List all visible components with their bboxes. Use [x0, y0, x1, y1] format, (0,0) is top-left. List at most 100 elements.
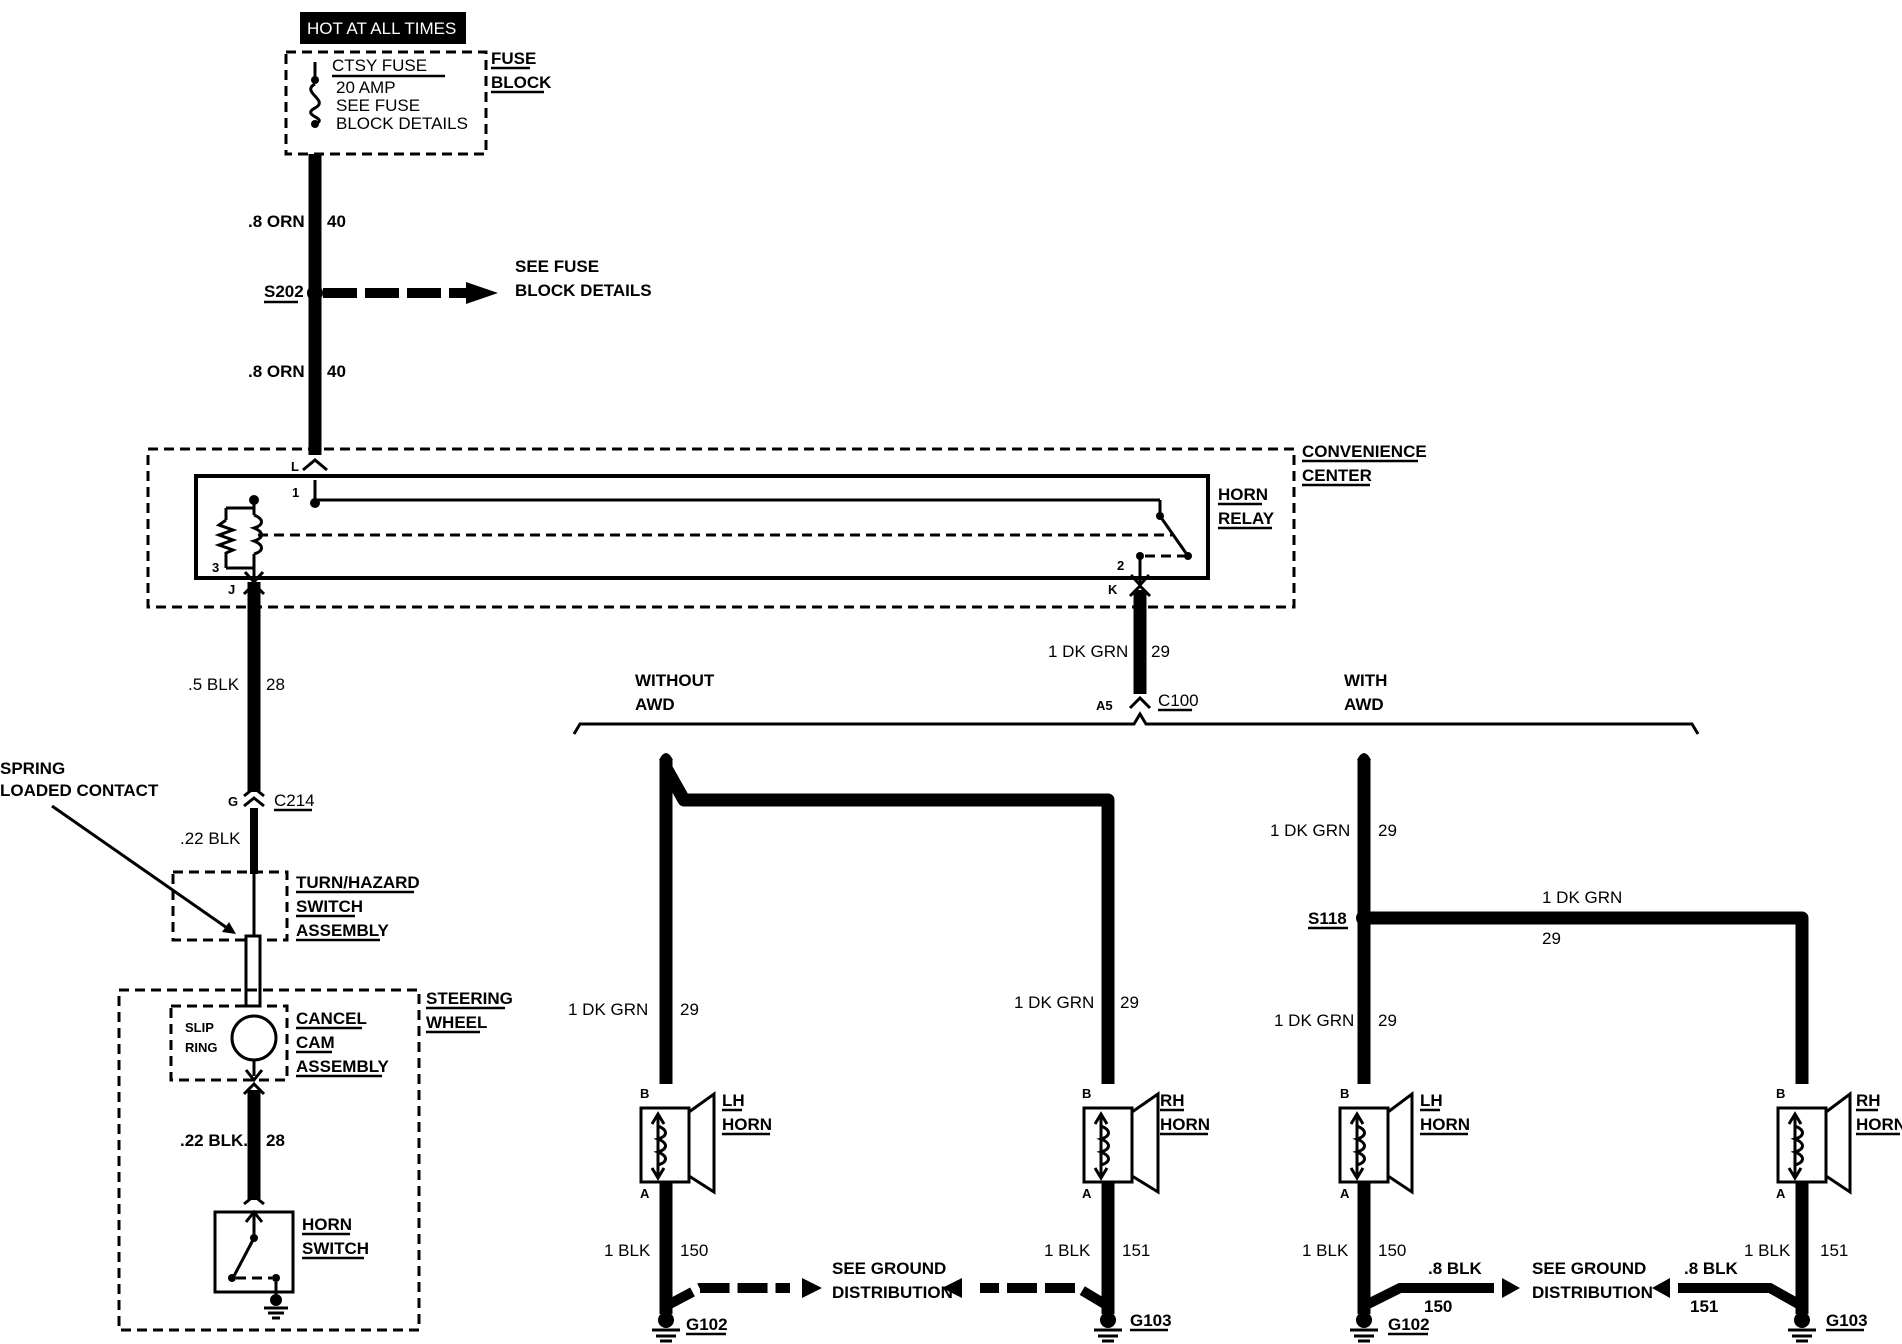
- dkgrn-main-label: 1 DK GRN: [1048, 642, 1128, 661]
- slip-ring-line1: SLIP: [185, 1020, 214, 1035]
- with-rh-gnd-wire: 1 BLK: [1744, 1241, 1791, 1260]
- without-lh-horn-line1: LH: [722, 1091, 745, 1110]
- steering-wheel-label-line1: STEERING: [426, 989, 513, 1008]
- without-rh-gnd-wire: 1 BLK: [1044, 1241, 1091, 1260]
- see-fuse-line1: SEE FUSE: [515, 257, 599, 276]
- ground-g103-icon: [1788, 1312, 1816, 1343]
- pin-j: J: [228, 582, 235, 597]
- arrow-right-icon: [1652, 1278, 1670, 1298]
- fuse-block-outline: [284, 50, 488, 156]
- hot-at-all-times-banner: [300, 12, 466, 44]
- without-g102: G102: [686, 1315, 728, 1334]
- horn-switch-label-line1: HORN: [302, 1215, 352, 1234]
- pin-l: L: [291, 459, 299, 474]
- with-lh-gnd-wire2: .8 BLK: [1428, 1259, 1483, 1278]
- with-rh-gnd-circuit2: 151: [1690, 1297, 1718, 1316]
- convenience-center-outline: [146, 447, 1296, 609]
- with-lh-gnd-wire: 1 BLK: [1302, 1241, 1349, 1260]
- wire-top-b-label: .8 ORN: [248, 362, 305, 381]
- fuse-block-label-line2: BLOCK: [491, 73, 552, 92]
- slip-ring-icon: [230, 1014, 278, 1062]
- without-rh-pin-b: B: [1082, 1086, 1091, 1101]
- without-rh-horn-line2: HORN: [1160, 1115, 1210, 1134]
- convenience-center-label-line1: CONVENIENCE: [1302, 442, 1427, 461]
- c214-pin: G: [228, 794, 238, 809]
- with-rh-horn-line2: HORN: [1856, 1115, 1902, 1134]
- ground-g103-icon: [1094, 1312, 1122, 1343]
- fuse-name: CTSY FUSE: [332, 56, 427, 75]
- turn-hazard-switch-outline: [171, 870, 289, 942]
- c214-label: C214: [274, 791, 315, 810]
- with-top-wire: 1 DK GRN: [1270, 821, 1350, 840]
- c100-label: C100: [1158, 691, 1199, 710]
- fuse-icon: [309, 62, 321, 128]
- without-lh-gnd-wire: 1 BLK: [604, 1241, 651, 1260]
- pin-k: K: [1108, 582, 1118, 597]
- ground-dist-left: [663, 1283, 790, 1311]
- fuse-see-line2: BLOCK DETAILS: [336, 114, 468, 133]
- with-lh-wire: 1 DK GRN: [1274, 1011, 1354, 1030]
- lh-horn-icon: [639, 1091, 716, 1195]
- with-rh-pin-a: A: [1776, 1186, 1786, 1201]
- with-rh-pin-b: B: [1776, 1086, 1785, 1101]
- steering-wheel-label-line2: WHEEL: [426, 1013, 487, 1032]
- hot-at-all-times-label: HOT AT ALL TIMES: [307, 19, 456, 38]
- with-rh-gnd-wire2: .8 BLK: [1684, 1259, 1739, 1278]
- wire-top-a-circuit: 40: [327, 212, 346, 231]
- c100-pin: A5: [1096, 698, 1113, 713]
- turn-hazard-line1: TURN/HAZARD: [296, 873, 420, 892]
- horn-relay-box: [194, 474, 1210, 580]
- turn-hazard-line3: ASSEMBLY: [296, 921, 390, 940]
- with-rh-gnd-circuit: 151: [1820, 1241, 1848, 1260]
- splice-s202: [307, 285, 323, 301]
- cancel-cam-line1: CANCEL: [296, 1009, 367, 1028]
- pin-1: 1: [292, 485, 299, 500]
- with-lh-circuit: 29: [1378, 1011, 1397, 1030]
- splice-s118-label: S118: [1308, 909, 1347, 928]
- without-rh-gnd-circuit: 151: [1122, 1241, 1150, 1260]
- cancel-cam-line3: ASSEMBLY: [296, 1057, 390, 1076]
- turn-hazard-line2: SWITCH: [296, 897, 363, 916]
- with-awd-line2: AWD: [1344, 695, 1384, 714]
- fuse-rating: 20 AMP: [336, 78, 396, 97]
- with-branch-circuit: 29: [1542, 929, 1561, 948]
- without-lh-pin-b: B: [640, 1086, 649, 1101]
- with-lh-horn-line1: LH: [1420, 1091, 1443, 1110]
- without-rh-horn-line1: RH: [1160, 1091, 1185, 1110]
- with-see-ground-line2: DISTRIBUTION: [1532, 1283, 1653, 1302]
- with-g103: G103: [1826, 1311, 1868, 1330]
- horn-relay-label-line2: RELAY: [1218, 509, 1275, 528]
- with-lh-gnd-circuit2: 150: [1424, 1297, 1452, 1316]
- cancel-cam-outline: [169, 1004, 289, 1082]
- without-see-ground-line1: SEE GROUND: [832, 1259, 946, 1278]
- blk-wire-label: .5 BLK: [188, 675, 240, 694]
- blk-22b-label: .22 BLK.: [180, 1131, 248, 1150]
- arrow-right-icon: [942, 1278, 962, 1298]
- with-see-ground-line1: SEE GROUND: [1532, 1259, 1646, 1278]
- without-lh-horn-line2: HORN: [722, 1115, 772, 1134]
- fuse-block-label-line1: FUSE: [491, 49, 536, 68]
- without-lh-gnd-circuit: 150: [680, 1241, 708, 1260]
- see-fuse-line2: BLOCK DETAILS: [515, 281, 652, 300]
- with-ground-dist-left: [1361, 1283, 1494, 1311]
- wire-29-s118-branch: [1364, 911, 1809, 1084]
- rh-horn-icon: [1776, 1091, 1852, 1195]
- cancel-cam-line2: CAM: [296, 1033, 335, 1052]
- without-see-ground-line2: DISTRIBUTION: [832, 1283, 953, 1302]
- pin-2: 2: [1117, 558, 1124, 573]
- horn-switch-icon: [228, 1209, 288, 1320]
- lh-horn-icon: [1338, 1091, 1414, 1195]
- with-lh-pin-b: B: [1340, 1086, 1349, 1101]
- blk-22b-circuit: 28: [266, 1131, 285, 1150]
- with-rh-horn-line1: RH: [1856, 1091, 1881, 1110]
- with-ground-dist-right: [1678, 1283, 1805, 1311]
- steering-wheel-outline: [117, 988, 421, 1332]
- spring-label-line2: LOADED CONTACT: [0, 781, 159, 800]
- splice-s202-label: S202: [264, 282, 304, 301]
- horn-relay-label-line1: HORN: [1218, 485, 1268, 504]
- wire-top-a-label: .8 ORN: [248, 212, 305, 231]
- with-g102: G102: [1388, 1315, 1430, 1334]
- spring-label-line1: SPRING: [0, 759, 65, 778]
- with-top-circuit: 29: [1378, 821, 1397, 840]
- arrow-left-icon: [802, 1278, 822, 1298]
